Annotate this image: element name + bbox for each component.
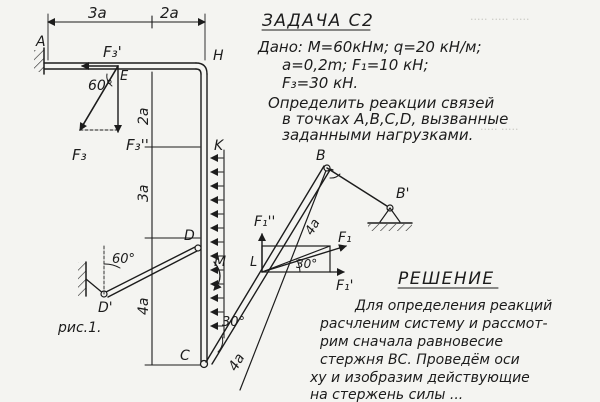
- point-D-prime: D': [98, 300, 113, 316]
- given-line-1: Дано: M=60кНм; q=20 кН/м;: [257, 38, 482, 56]
- force-diagonal: [261, 245, 331, 273]
- force-F3-arrow: [79, 65, 119, 131]
- wall-support-A: [34, 50, 44, 72]
- dim-label-3a: 3a: [88, 4, 107, 22]
- rod-DD-prime: [107, 250, 198, 298]
- moment-M-arc: [213, 261, 222, 291]
- point-E: E: [120, 69, 129, 84]
- point-L: L: [250, 255, 257, 270]
- solution-heading: РЕШЕНИЕ: [398, 269, 495, 289]
- point-C: C: [180, 348, 190, 364]
- figure-caption: рис.1.: [57, 320, 102, 336]
- bleed-through-text: ..... .....: [480, 120, 519, 133]
- hinge-D: [194, 244, 202, 252]
- force-F1-arrow: [261, 244, 347, 273]
- force-label-F3-double: F₃'': [126, 136, 149, 154]
- given-line-3: F₃=30 кН.: [282, 74, 358, 92]
- free-body-diagram: B B' 30° L F₁'' F₁ F₁' 4a 4a: [205, 148, 413, 391]
- point-H: H: [213, 48, 224, 64]
- angle-arc-D: [103, 263, 121, 269]
- rod-DD-prime: [105, 245, 198, 293]
- angle-label-E: 60°: [88, 78, 113, 94]
- rod-BC: [205, 165, 325, 363]
- beam-corner: [195, 62, 208, 75]
- rod-BL: [239, 167, 328, 391]
- problem-statement: ЗАДАЧА С2 Дано: M=60кНм; q=20 кН/м; a=0,…: [257, 11, 508, 144]
- support-link: [85, 278, 105, 295]
- dim-label-4a-BL: 4a: [302, 216, 323, 238]
- angle-label-L: 30°: [296, 257, 317, 271]
- rod-BC: [211, 169, 331, 365]
- solution-line-4: стержня BC. Проведём оси: [320, 352, 520, 368]
- support-leg: [379, 207, 391, 223]
- solution-line-3: рим сначала равновесие: [319, 334, 503, 350]
- dim-label-3a-vertical: 3a: [136, 185, 152, 203]
- point-B: B: [316, 148, 326, 164]
- angle-arc-L: [296, 259, 301, 273]
- solution-line-6: на стержень силы ...: [310, 387, 463, 402]
- force-label-F1: F₁: [338, 230, 352, 246]
- point-B-prime: B': [396, 186, 409, 202]
- dim-label-4a-BC: 4a: [226, 351, 249, 374]
- point-A: A: [35, 34, 46, 50]
- ground-hatch: [368, 224, 412, 231]
- solution-block: РЕШЕНИЕ Для определения реакций расчлени…: [309, 269, 552, 402]
- force-label-F1-double: F₁'': [254, 214, 275, 230]
- force-label-F3-prime: F₃': [103, 43, 122, 61]
- angle-label-D: 60°: [112, 252, 135, 267]
- solution-line-2: расчленим систему и рассмот-: [319, 316, 548, 332]
- given-line-2: a=0,2m; F₁=10 кН;: [282, 56, 429, 74]
- dim-label-2a: 2a: [160, 4, 179, 22]
- dim-label-2a-vertical: 2a: [136, 108, 152, 126]
- force-label-F1-prime: F₁': [336, 278, 354, 294]
- figure-frame: 3a 2a A H E 60° F₃' F₃ F₃'' 2a 3a 4a: [34, 4, 245, 369]
- task-line-2: в точках A,B,C,D, вызванные: [282, 110, 508, 128]
- task-line-1: Определить реакции связей: [268, 94, 494, 112]
- point-K: K: [214, 138, 225, 154]
- angle-arc-C: [217, 335, 224, 353]
- support-leg: [389, 207, 401, 223]
- wall-support-D-prime: [78, 262, 86, 296]
- task-line-3: заданными нагрузками.: [282, 126, 473, 144]
- angle-arc-B: [329, 173, 341, 179]
- beam-corner: [195, 68, 202, 75]
- rod-BB-prime: [326, 167, 391, 209]
- angle-arc-E: [106, 73, 113, 87]
- point-M: M: [214, 254, 226, 270]
- bleed-through-text: ..... ..... .....: [470, 10, 530, 23]
- dim-label-4a-vertical: 4a: [136, 298, 152, 316]
- distributed-load-arrows: [210, 154, 224, 330]
- problem-title: ЗАДАЧА С2: [262, 11, 374, 31]
- solution-line-5: xy и изобразим действующие: [309, 370, 530, 386]
- solution-line-1: Для определения реакций: [354, 298, 552, 314]
- force-label-F3: F₃: [72, 146, 87, 164]
- point-D: D: [184, 228, 195, 244]
